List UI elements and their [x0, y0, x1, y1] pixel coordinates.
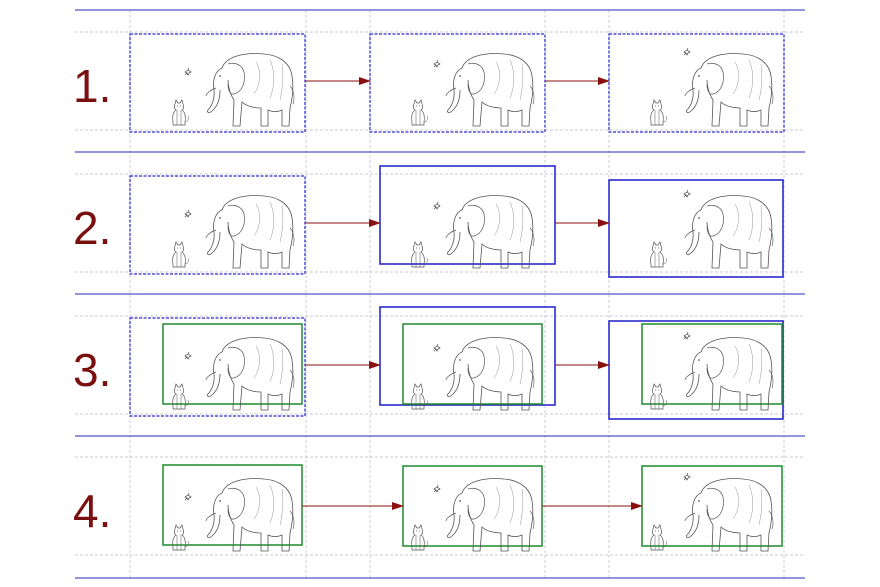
bird-icon: [433, 201, 441, 210]
scene-frame: [379, 306, 556, 411]
cat-icon: [411, 99, 428, 126]
cat-icon: [650, 241, 667, 268]
elephant-icon: [205, 337, 295, 411]
elephant-icon: [684, 195, 774, 269]
scene-frame: [641, 465, 783, 552]
viewport-frame-dashed: [129, 175, 306, 275]
viewport-frame-solid: [608, 179, 784, 278]
scene-frame: [608, 320, 784, 420]
diagram-row: 2.: [73, 165, 784, 278]
scene-frame: [608, 33, 785, 133]
content-frame: [402, 323, 543, 405]
cat-icon: [650, 99, 667, 126]
guide-lines: [75, 10, 805, 578]
elephant-icon: [445, 337, 535, 411]
row-number-label: 2.: [73, 202, 111, 254]
viewport-frame-solid: [379, 165, 556, 265]
bird-icon: [433, 59, 441, 68]
elephant-icon: [684, 53, 774, 127]
diagram-rows: 1. 2. 3. 4.: [73, 33, 785, 552]
viewport-frame-dashed: [129, 33, 306, 133]
content-frame: [641, 323, 783, 405]
scene-frame: [129, 317, 306, 417]
viewport-frame-dashed: [129, 317, 306, 417]
bird-icon: [683, 189, 691, 198]
bird-icon: [683, 472, 691, 481]
row-number-label: 1.: [73, 60, 111, 112]
row-number-label: 4.: [73, 485, 111, 537]
bird-icon: [184, 67, 192, 76]
bird-icon: [184, 209, 192, 218]
content-frame: [162, 323, 303, 405]
bird-icon: [683, 331, 691, 340]
row-separators: [75, 9, 805, 579]
elephant-icon: [684, 337, 774, 411]
bird-icon: [433, 484, 441, 493]
viewport-frame-dashed: [608, 33, 785, 133]
scene-frame: [379, 165, 556, 269]
cat-icon: [172, 99, 189, 126]
elephant-icon: [205, 478, 295, 552]
elephant-icon: [445, 53, 535, 127]
elephant-icon: [205, 53, 295, 127]
bird-icon: [683, 47, 691, 56]
cat-icon: [172, 241, 189, 268]
viewport-frame-solid: [608, 320, 784, 420]
cat-icon: [172, 383, 189, 410]
row-number-label: 3.: [73, 344, 111, 396]
elephant-icon: [205, 195, 295, 269]
content-frame: [641, 465, 783, 547]
scene-frame: [129, 175, 306, 275]
elephant-icon: [445, 195, 535, 269]
diagram-row: 3.: [73, 306, 784, 420]
scene-frame: [369, 33, 546, 133]
bird-icon: [184, 492, 192, 501]
elephant-icon: [684, 478, 774, 552]
cat-icon: [172, 524, 189, 551]
scene-frame: [608, 179, 784, 278]
cat-icon: [650, 383, 667, 410]
diagram-row: 4.: [73, 464, 783, 552]
bird-icon: [433, 343, 441, 352]
elephant-icon: [445, 478, 535, 552]
viewport-frame-dashed: [369, 33, 546, 133]
scene-frame: [402, 465, 543, 552]
content-frame: [162, 464, 303, 546]
viewport-frame-solid: [379, 306, 556, 406]
bird-icon: [184, 351, 192, 360]
content-frame: [402, 465, 543, 547]
scene-frame: [162, 464, 303, 552]
diagram-row: 1.: [73, 33, 785, 133]
scene-frame: [129, 33, 306, 133]
